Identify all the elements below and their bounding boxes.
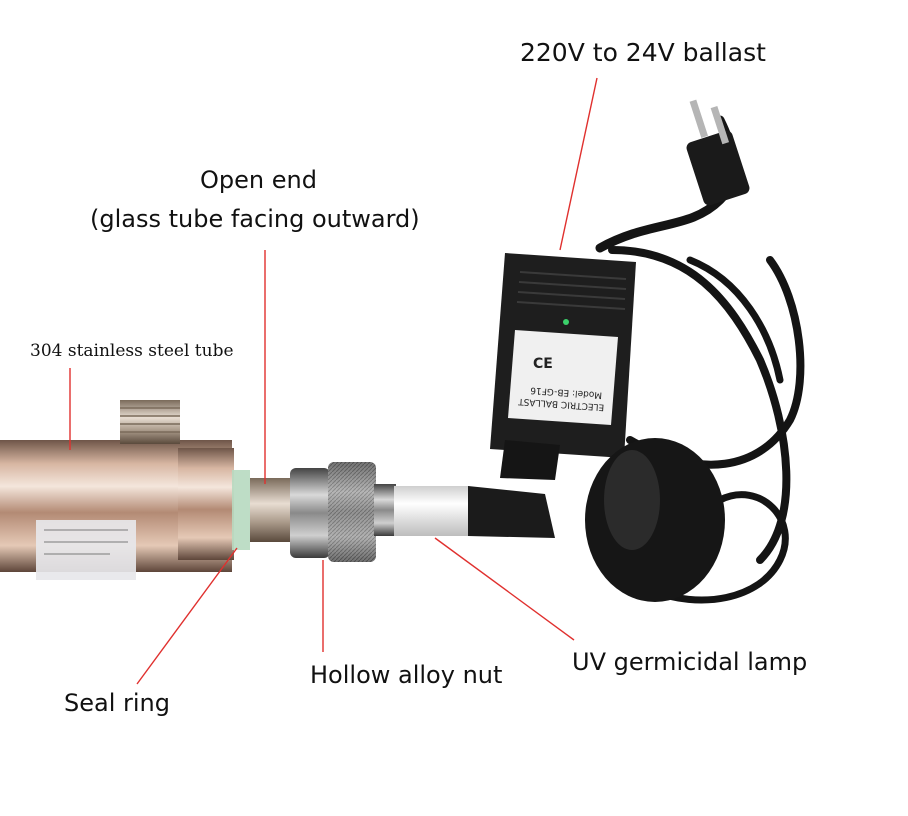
open-end-note: (glass tube facing outward) <box>90 205 420 233</box>
uv-germicidal-lamp <box>394 486 555 538</box>
leader-seal-ring <box>136 547 238 685</box>
leader-lines <box>69 77 598 685</box>
outlet-fitting <box>120 400 180 444</box>
steel-tube-label: 304 stainless steel tube <box>30 341 234 361</box>
ballast-ce-mark: CE <box>533 356 553 372</box>
lamp-connector-cap <box>585 438 725 602</box>
alloy-nut-label: Hollow alloy nut <box>310 661 503 689</box>
leader-ballast <box>559 77 598 251</box>
ballast-label: 220V to 24V ballast <box>520 38 766 67</box>
plug <box>686 99 750 206</box>
ballast-box: CE ELECTRIC BALLAST Model: EB-GF16 <box>490 253 636 480</box>
seal-ring-label: Seal ring <box>64 689 170 717</box>
uv-lamp-label: UV germicidal lamp <box>572 648 808 676</box>
open-end-label: Open end <box>200 166 317 194</box>
hollow-alloy-nut <box>290 462 396 562</box>
leader-uv-lamp <box>434 537 575 641</box>
stainless-steel-tube <box>0 440 234 580</box>
seal-ring <box>232 470 296 550</box>
